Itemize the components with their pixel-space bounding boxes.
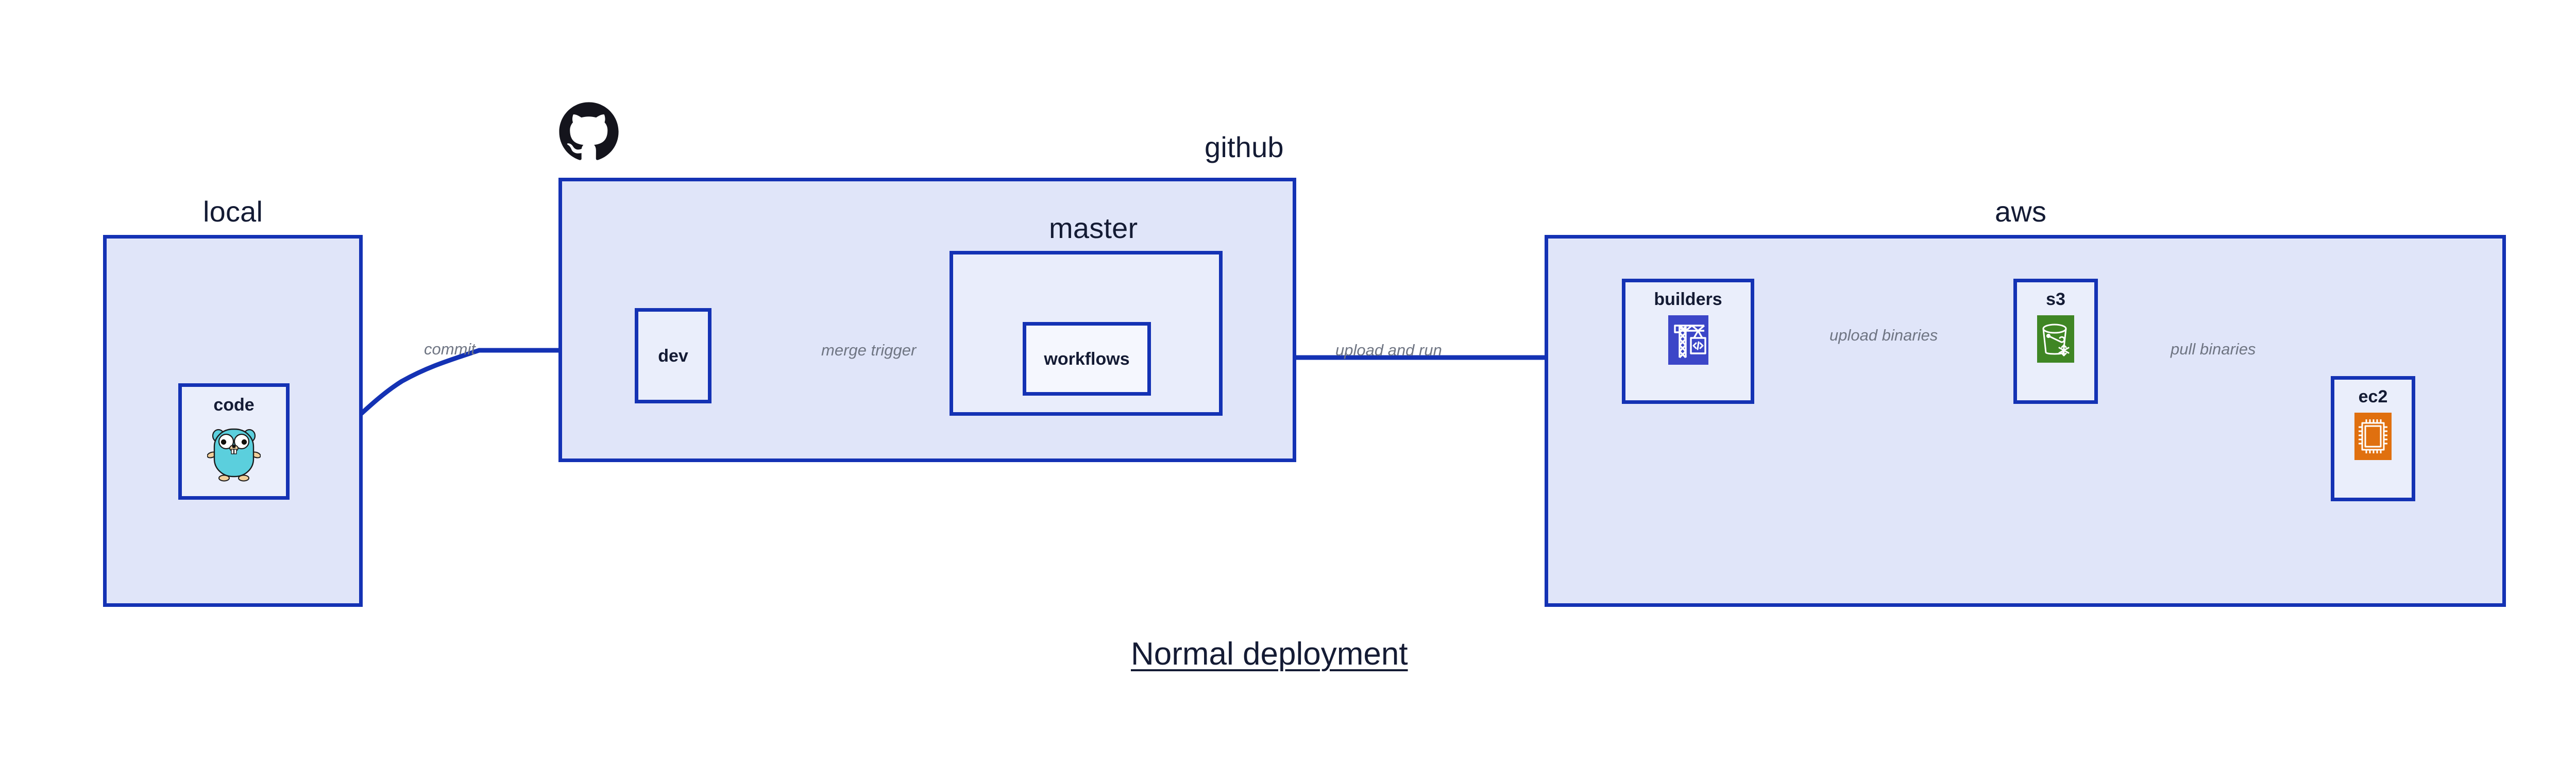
node-workflows[interactable]: workflows <box>1023 322 1151 396</box>
aws-s3-glacier-icon <box>2037 315 2074 365</box>
node-s3-label: s3 <box>2046 290 2065 309</box>
edge-label-upload-and-run: upload and run <box>1335 341 1442 359</box>
github-octocat-icon <box>558 101 620 165</box>
aws-ec2-chip-icon <box>2354 413 2392 463</box>
node-builders-label: builders <box>1654 290 1722 309</box>
group-title-local: local <box>203 195 263 228</box>
edge-label-commit: commit <box>424 340 476 358</box>
node-workflows-label: workflows <box>1044 349 1130 369</box>
go-gopher-icon <box>207 422 261 484</box>
node-ec2-label: ec2 <box>2358 387 2388 406</box>
node-ec2[interactable]: ec2 <box>2331 376 2415 501</box>
edge-label-pull-binaries: pull binaries <box>2171 340 2256 358</box>
group-title-aws: aws <box>1995 195 2047 228</box>
node-code-label: code <box>213 395 255 415</box>
node-builders[interactable]: builders <box>1622 279 1754 404</box>
node-dev-label: dev <box>658 346 688 366</box>
group-title-master: master <box>1049 212 1138 244</box>
node-code[interactable]: code <box>178 383 290 500</box>
aws-codebuild-icon <box>1668 315 1708 367</box>
diagram-caption: Normal deployment <box>1131 636 1408 672</box>
edge-label-upload-binaries: upload binaries <box>1829 326 1938 344</box>
node-s3[interactable]: s3 <box>2013 279 2098 404</box>
group-title-github: github <box>1205 131 1284 163</box>
node-dev[interactable]: dev <box>635 308 711 403</box>
edge-label-merge-trigger: merge trigger <box>821 341 917 359</box>
